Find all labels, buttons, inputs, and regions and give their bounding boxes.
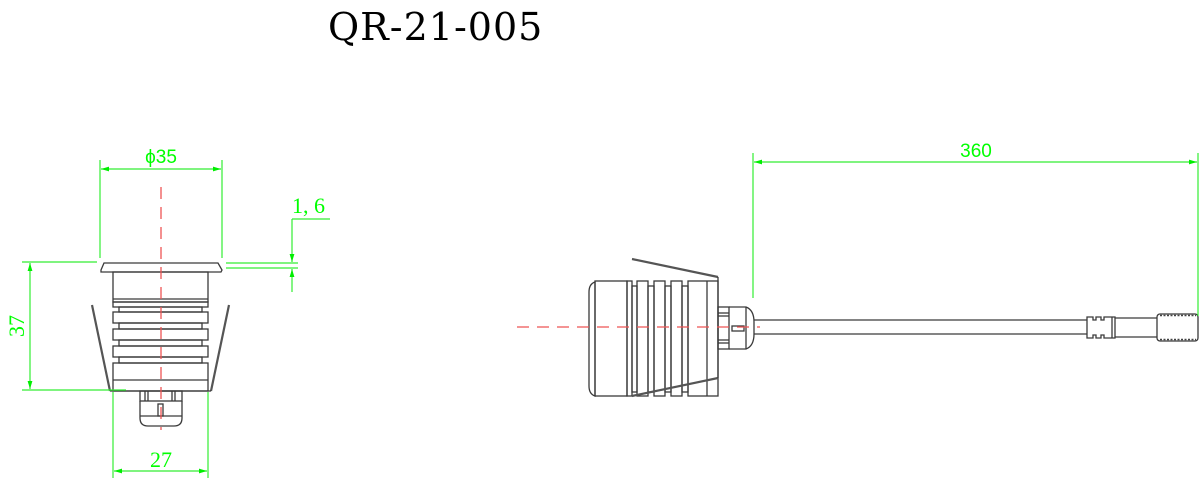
front-right-clip	[209, 304, 231, 392]
side-upper-body	[594, 280, 628, 397]
side-cable-gland	[717, 306, 755, 350]
dim-cable-length-label: 360	[960, 141, 992, 162]
dim-flange-diameter-label: ϕ35	[145, 147, 177, 168]
side-view: 360	[517, 141, 1199, 398]
dim-flange-thickness: 1, 6	[226, 193, 330, 292]
dim-flange-thickness-label: 1, 6	[292, 193, 325, 218]
front-view: ϕ35 1, 6 37 27	[4, 147, 330, 478]
front-flange	[100, 262, 223, 273]
front-left-clip	[90, 304, 112, 392]
dim-height: 37	[4, 261, 126, 391]
side-top-clip	[631, 257, 719, 279]
dim-body-width: 27	[112, 392, 209, 478]
dim-flange-diameter: ϕ35	[99, 147, 223, 258]
dim-cable-length: 360	[752, 141, 1199, 316]
drawing-title: QR-21-005	[328, 5, 544, 49]
dim-body-width-label: 27	[150, 447, 172, 472]
side-connector-plug	[1086, 313, 1199, 342]
dim-height-label: 37	[4, 315, 29, 337]
connector-knurled-nut	[1156, 313, 1199, 342]
side-flange	[588, 281, 596, 397]
side-cable	[754, 319, 1087, 335]
side-bottom-clip	[631, 376, 719, 398]
side-fins	[626, 280, 719, 397]
